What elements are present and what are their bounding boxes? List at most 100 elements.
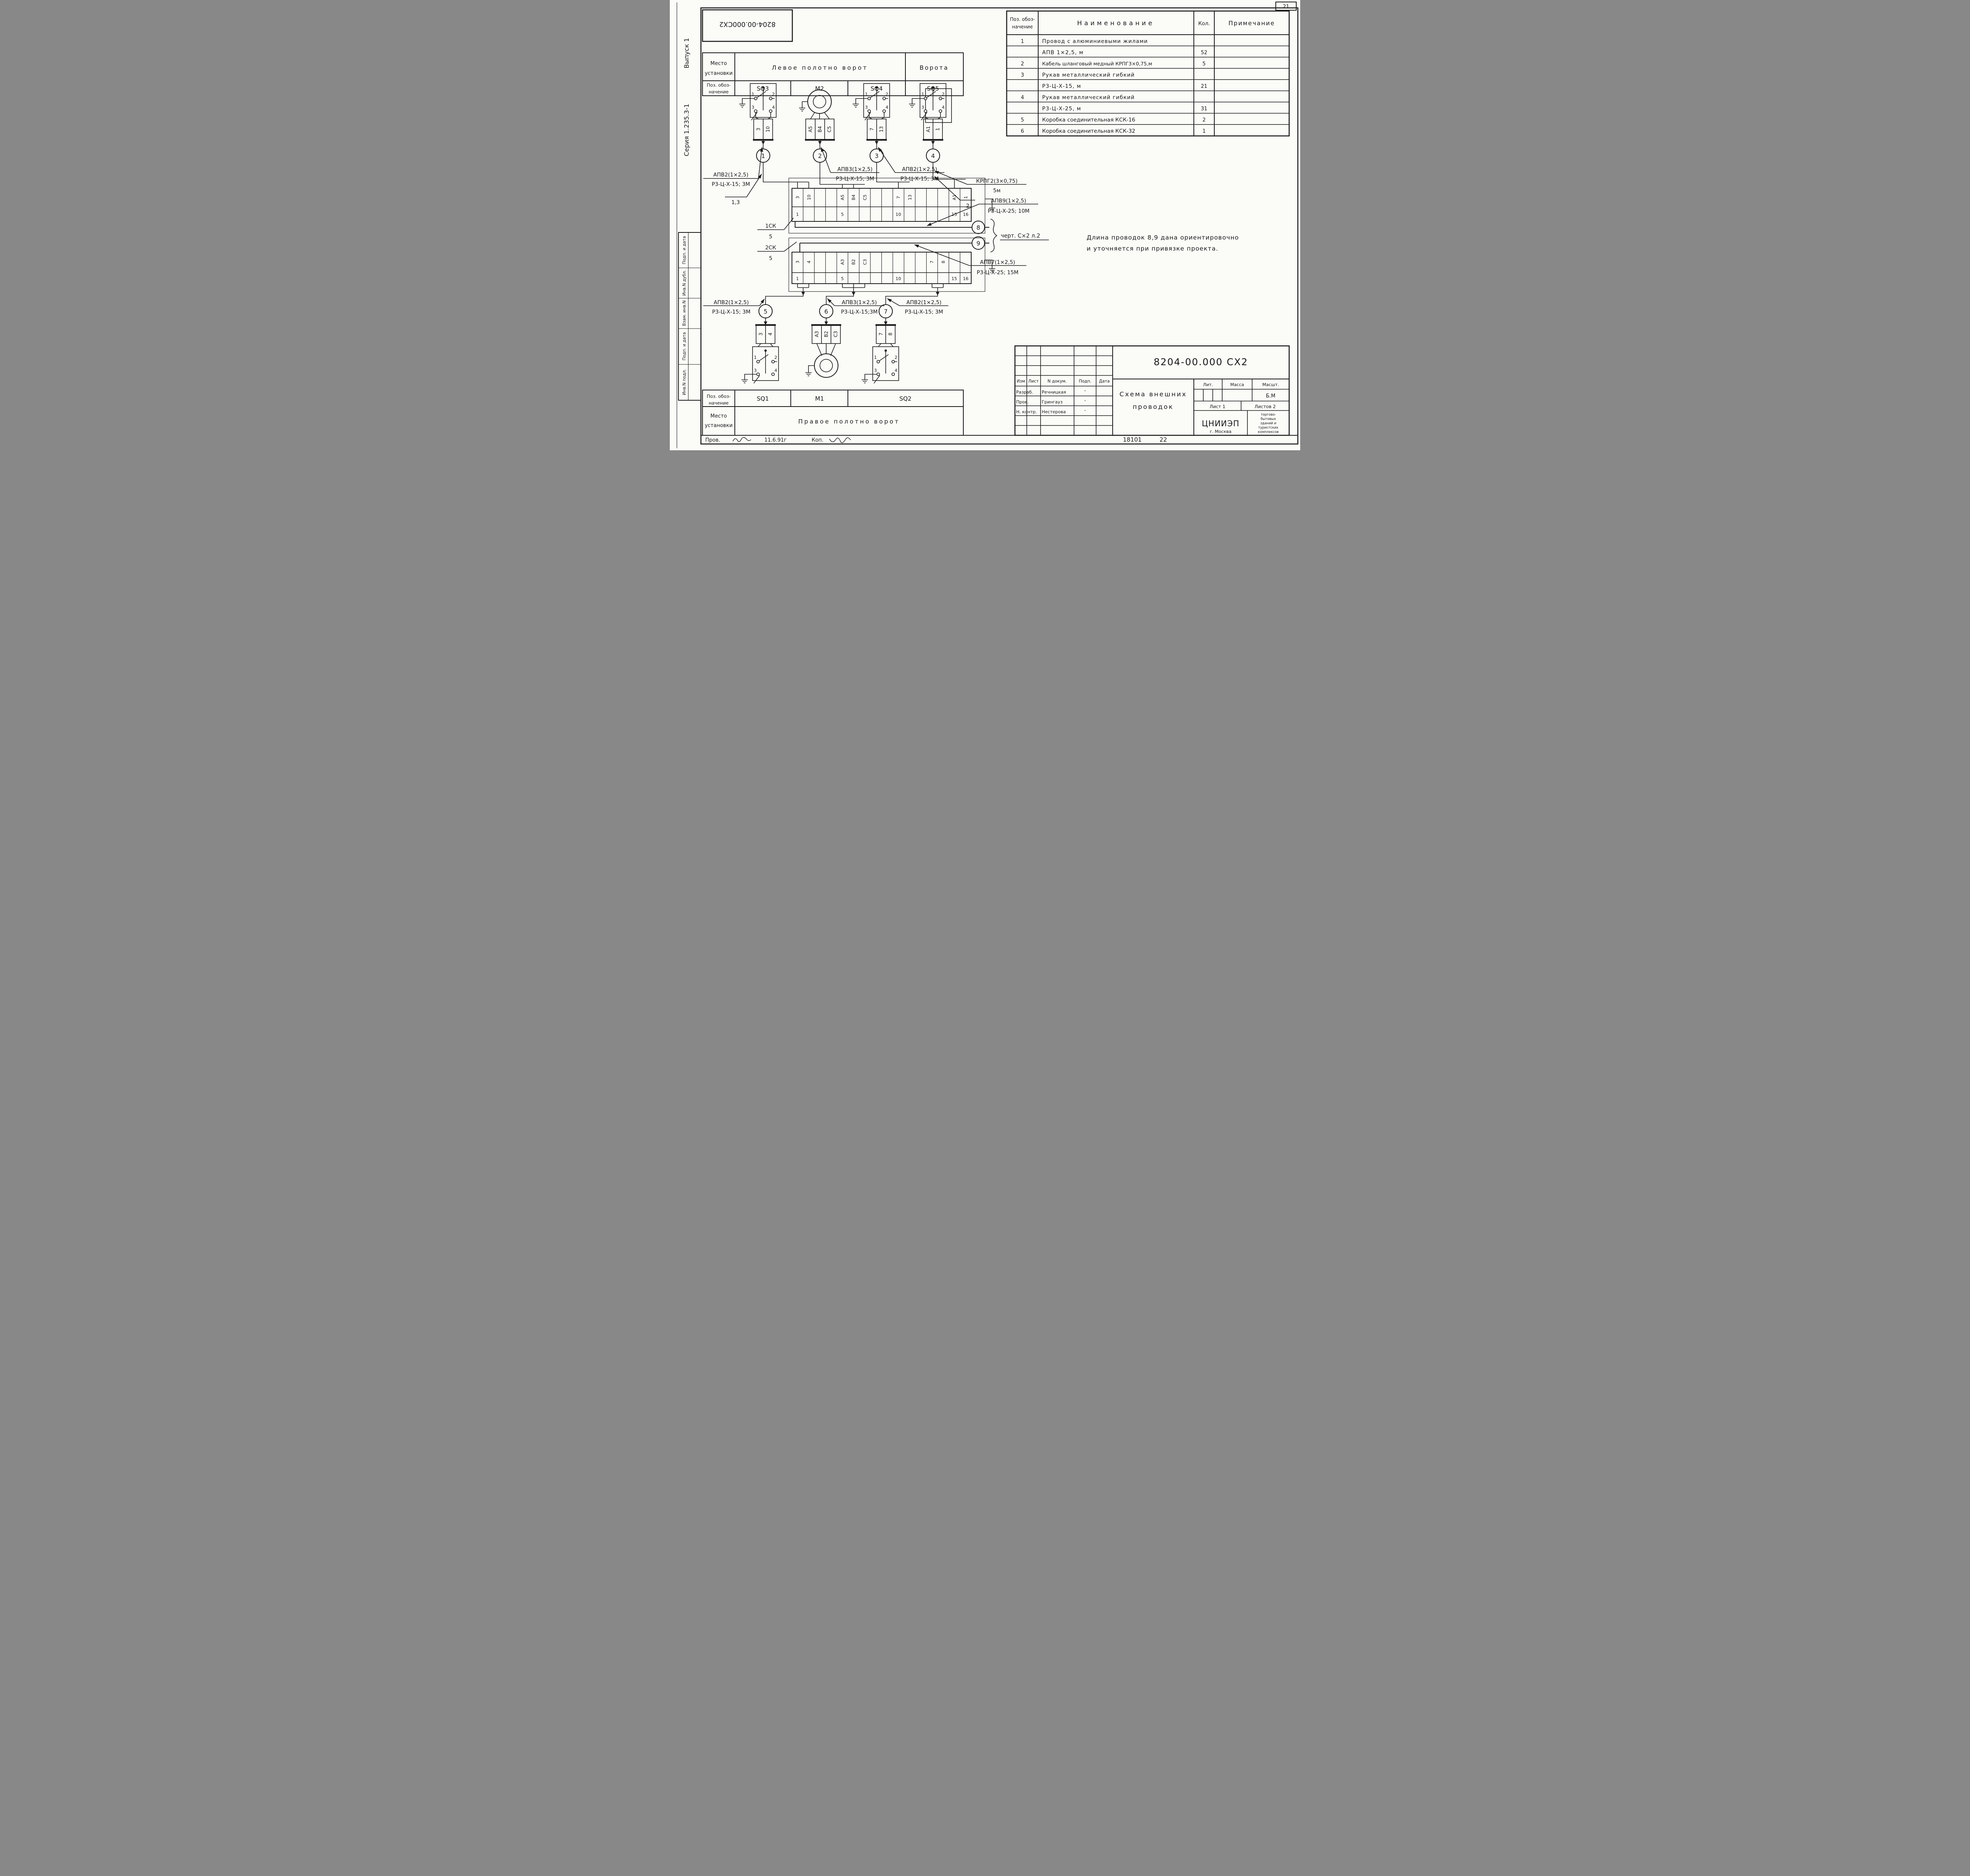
bom-name: Рукав металлический гибкий <box>1042 95 1135 101</box>
bom-qty: 31 <box>1201 106 1208 112</box>
bom-qty: 21 <box>1201 84 1208 89</box>
wire-box-m1: А3 В2 С3 <box>811 324 841 356</box>
node-6: 6 <box>824 308 828 315</box>
cell-label: С5 <box>862 195 868 201</box>
ground-icon <box>799 108 805 111</box>
bom-h-pos1: Поз. обоз- <box>1010 17 1035 22</box>
place-label-1: Место <box>710 413 727 419</box>
wire-label: 4 <box>768 332 773 336</box>
switch-symbol-sq5: 1 2 3 4 <box>909 83 952 123</box>
wire-label: А5 <box>808 126 813 132</box>
series-label: Серия 1.235.3-1 <box>683 104 690 156</box>
switch-symbol-sq3: 1 2 3 4 <box>739 83 777 121</box>
cable-spec: Р3-Ц-Х-15; 3М <box>712 181 750 188</box>
sq5-t3: 3 <box>922 105 924 110</box>
sq2-t1: 1 <box>874 355 877 360</box>
bom-row-4: 3 Рукав металлический гибкий <box>1021 72 1135 78</box>
cell-num: 5 <box>841 212 844 217</box>
switch-symbol-sq4: 1 2 3 4 <box>853 83 890 121</box>
node-9: 9 <box>976 240 980 247</box>
sq5-t4: 4 <box>942 105 945 110</box>
bom-qty: 5 <box>1202 61 1206 67</box>
ground-icon <box>853 104 859 108</box>
pos-label-1: Поз. обоз- <box>707 394 731 399</box>
bom-name: Р3-Ц-Х-25, м <box>1042 106 1081 112</box>
wire-label: А3 <box>814 331 820 337</box>
stamp-podp-data-1: Подп. и дата <box>682 236 687 264</box>
sq2-t4: 4 <box>895 368 898 373</box>
pos-label-2: начение <box>709 89 729 95</box>
ground-icon <box>862 379 868 383</box>
bom-pos: 5 <box>1021 117 1024 123</box>
th-masht: Масшт. <box>1262 382 1279 387</box>
cell-label: 7 <box>896 196 901 199</box>
cell-label: С3 <box>862 259 868 265</box>
sq5-t1: 1 <box>922 92 924 97</box>
corner-stamp-number: 8204-00.000СХ2 <box>719 20 775 28</box>
org-city: г. Москва <box>1210 429 1232 434</box>
bom-name: Провод с алюминиевыми жилами <box>1042 38 1148 45</box>
sq3-t3: 3 <box>752 105 755 110</box>
node-1: 1 <box>761 152 765 160</box>
cable-name: АПВ2(1×2,5) <box>713 172 748 178</box>
cable-name: АПВ9(1×2,5) <box>991 198 1026 204</box>
footer-kop: Коп. <box>812 437 823 443</box>
bom-name: Рукав металлический гибкий <box>1042 72 1135 78</box>
zone-label: Правое полотно ворот <box>798 418 900 425</box>
strip2-pos: 5 <box>769 255 773 262</box>
cable-name: АПВ3(1×2,5) <box>837 166 872 173</box>
th-doc: N докум. <box>1048 379 1067 384</box>
strip1-pos: 5 <box>769 234 773 240</box>
bottom-location-table: Поз. обоз- начение SQ1 М1 SQ2 Место уста… <box>702 390 964 436</box>
th-lit: Лит. <box>1203 382 1213 387</box>
footer-date: 11.6.91г <box>764 437 787 443</box>
sq2-t3: 3 <box>874 368 877 373</box>
cable-spec: Р3-Ц-Х-15; 3М <box>905 309 943 315</box>
bom-h-qty: Кол. <box>1198 21 1210 27</box>
sq1-t4: 4 <box>775 368 777 373</box>
issue-label: Выпуск 1 <box>683 38 690 68</box>
cell-num: 1 <box>796 276 799 281</box>
ground-icon <box>989 268 995 272</box>
pos-sq1: SQ1 <box>757 395 769 402</box>
top-node-wires: 1 2 3 4 <box>756 140 966 188</box>
pos-label-2: начение <box>709 400 729 406</box>
stamp-podp-data-2: Подп. и дата <box>682 332 687 360</box>
wire-label: 7 <box>878 332 884 336</box>
bom-pos: 6 <box>1021 128 1024 134</box>
bom-name: АПВ 1×2,5, м <box>1042 50 1084 56</box>
bom-h-pos2: начение <box>1012 24 1033 30</box>
role-nkontr: Н. контр. <box>1016 409 1037 414</box>
pos-sq2: SQ2 <box>900 395 912 402</box>
cell-label: 13 <box>907 195 913 200</box>
node-3: 3 <box>875 152 879 160</box>
wire-label: С3 <box>833 331 838 337</box>
cable-spec: Р3-Ц-Х-15; 3М <box>900 176 939 182</box>
masht-value: Б.М <box>1266 393 1275 399</box>
sheet2-ref: черт. С×2 л.2 <box>1001 233 1040 239</box>
cell-label: 3 <box>795 261 800 264</box>
doc-title-1: Схема внешних <box>1119 390 1187 398</box>
wire-label: 10 <box>765 126 771 132</box>
th-list: Лист <box>1028 379 1039 384</box>
node-8: 8 <box>976 224 980 231</box>
wire-box-sq1: 3 4 <box>755 324 776 347</box>
cable-spec: Р3-Ц-Х-15; 3М <box>836 176 874 182</box>
strip2-name: 2СК <box>765 245 776 251</box>
cable-spec: Р3-Ц-Х-15;3М <box>841 309 877 315</box>
sq3-t2: 2 <box>772 92 775 97</box>
signature <box>829 437 851 443</box>
ground-icon <box>805 372 812 376</box>
org-desc: торгово- <box>1261 413 1276 417</box>
sq3-t1: 1 <box>752 92 755 97</box>
sq3-t4: 4 <box>772 105 775 110</box>
motor-symbol-m1 <box>805 353 838 378</box>
role-razrab: Разраб. <box>1016 390 1033 395</box>
stamp-inv-dubl: Инв.N дубл. <box>682 270 687 295</box>
cell-num: 5 <box>841 276 844 281</box>
ground-icon <box>989 208 995 212</box>
bom-pos: 2 <box>1021 61 1024 67</box>
cell-label: В2 <box>851 259 856 265</box>
bom-h-name: Наименование <box>1077 19 1154 27</box>
wire-label: 3 <box>758 332 764 336</box>
